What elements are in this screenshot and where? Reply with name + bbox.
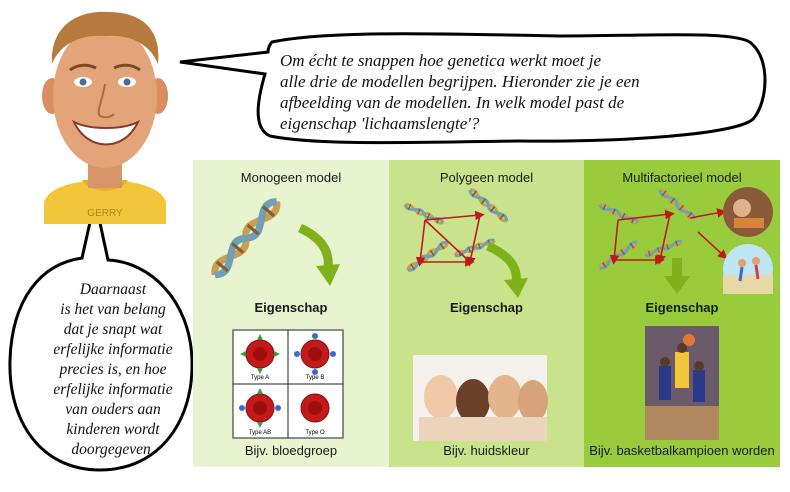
top-speech-bubble <box>179 32 767 145</box>
green-arrow-icon <box>297 223 333 269</box>
panel-title: Monogeen model <box>240 170 342 185</box>
trait-label: Eigenschap <box>645 300 719 315</box>
gene-links <box>609 208 728 265</box>
trait-label: Eigenschap <box>254 300 328 315</box>
dna-helix-icon <box>209 197 282 280</box>
panel-title: Polygeen model <box>439 170 534 185</box>
speech-line: Om écht te snappen hoe genetica werkt mo… <box>280 51 602 70</box>
speech-line: precies is, en hoe <box>59 361 167 378</box>
blood-type-label: Type A <box>251 375 269 381</box>
gene-links <box>415 210 485 267</box>
lifestyle-photo-food <box>723 187 773 237</box>
panel-title: Multifactorieel model <box>622 170 742 185</box>
left-speech-bubble <box>8 199 194 472</box>
dna-helix-icon <box>597 201 641 227</box>
panel-caption: Bijv. huidskleur <box>443 443 530 458</box>
top-speech-text: Om écht te snappen hoe genetica werkt mo… <box>280 50 750 134</box>
blood-type-label: Type AB <box>249 430 271 436</box>
dna-helix-icon <box>466 185 511 225</box>
speech-line: erfelijke informatie <box>53 381 173 398</box>
dna-helix-icon <box>404 238 451 275</box>
speech-line: erfelijke informatie <box>53 341 173 358</box>
blood-type-chart: Type A Type B Type AB Type O <box>232 329 344 439</box>
panel-caption: Bijv. bloedgroep <box>244 443 338 458</box>
speech-line: kinderen wordt <box>66 421 160 438</box>
speech-line: afbeelding van de modellen. In welk mode… <box>280 93 625 112</box>
trait-label: Eigenschap <box>450 300 523 315</box>
lifestyle-photo-sport <box>723 244 773 294</box>
babies-photo <box>413 355 548 441</box>
panel-caption: Bijv. basketbalkampioen worden <box>589 443 775 458</box>
avatar: GERRY <box>42 11 168 224</box>
speech-line: is het van belang <box>60 301 166 318</box>
blood-type-label: Type B <box>306 375 325 381</box>
speech-line: dat je snapt wat <box>63 321 163 338</box>
left-speech-text: Daarnaast is het van belang dat je snapt… <box>18 280 208 460</box>
dna-helix-icon <box>656 186 698 223</box>
speech-line: van ouders aan <box>65 401 161 418</box>
basketball-photo <box>645 326 719 440</box>
speech-line: Daarnaast <box>79 281 147 298</box>
speech-line: alle drie de modellen begrijpen. Hierond… <box>280 72 640 91</box>
speech-line: eigenschap 'lichaamslengte'? <box>280 114 480 133</box>
green-arrow-icon <box>486 241 521 283</box>
blood-type-label: Type O <box>305 430 325 436</box>
dna-helix-icon <box>596 238 641 272</box>
green-arrow-icon <box>664 258 690 294</box>
speech-line: doorgegeven. <box>71 441 155 458</box>
shirt-text: GERRY <box>87 208 123 219</box>
